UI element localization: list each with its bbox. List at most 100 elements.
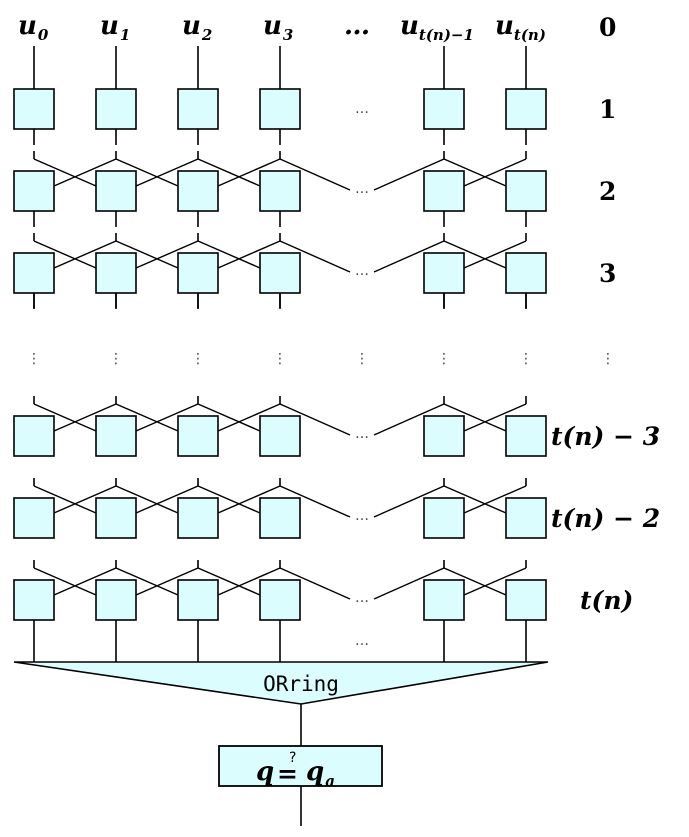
gate-box (95, 170, 137, 212)
comparator-query: ? (289, 750, 296, 766)
gate-box (259, 415, 301, 457)
cross-wire (33, 240, 97, 269)
comparator-rhs: qa (306, 757, 335, 790)
cross-wire (53, 403, 117, 432)
gate-box (259, 252, 301, 294)
gate-box (505, 88, 547, 130)
or-gate-label: ORring (263, 672, 339, 696)
or-gate-funnel (13, 661, 549, 705)
cross-wire (463, 158, 527, 187)
gate-box (177, 252, 219, 294)
gate-box (13, 415, 55, 457)
row-label-3: 3 (599, 259, 616, 288)
cross-wire (135, 158, 199, 187)
row-label-tn-minus-2: t(n) − 2 (551, 504, 660, 533)
vertical-dots: ⋮ (273, 351, 287, 367)
row-ellipsis: … (355, 263, 369, 279)
cross-wire (217, 158, 281, 187)
cross-wire (443, 240, 507, 269)
gate-box (95, 497, 137, 539)
gate-box (177, 88, 219, 130)
cross-wire (135, 567, 199, 596)
input-label-u2: u2 (182, 11, 212, 44)
row-labels: 0 1 2 3 t(n) − 3 t(n) − 2 t(n) (551, 13, 660, 615)
gate-box (13, 88, 55, 130)
gate-box (13, 252, 55, 294)
vertical-dots: ⋮ (191, 351, 205, 367)
cross-wire-gap (373, 403, 445, 436)
cross-wire (217, 485, 281, 514)
gate-box (423, 252, 465, 294)
row-ellipsis: … (355, 590, 369, 606)
cross-wire (53, 158, 117, 187)
comparator-lhs: q (256, 757, 274, 787)
or-gate: ORring (13, 661, 549, 746)
cross-wire (463, 240, 527, 269)
vertical-dots: ⋮ (601, 351, 615, 367)
gate-box (423, 415, 465, 457)
row-label-tn-minus-3: t(n) − 3 (551, 422, 660, 451)
output-ellipsis: … (355, 633, 369, 649)
cross-wire (443, 158, 507, 187)
cross-wire (135, 403, 199, 432)
cross-wire (115, 567, 179, 596)
input-label-u3: u3 (263, 11, 293, 44)
cross-wire-gap (373, 485, 445, 518)
cross-wire-gap (279, 567, 351, 600)
row-label-2: 2 (599, 177, 616, 206)
comparator: q = ? qa (218, 745, 383, 826)
gate-box (505, 497, 547, 539)
cross-wire (197, 158, 261, 187)
row-ellipsis: … (355, 426, 369, 442)
cross-wire-gap (279, 240, 351, 273)
cross-wire (217, 567, 281, 596)
row-label-tn: t(n) (580, 586, 633, 615)
cross-wire (217, 403, 281, 432)
cross-wire (443, 567, 507, 596)
gate-box (505, 252, 547, 294)
gate-box (177, 415, 219, 457)
vertical-dots: ⋮ (109, 351, 123, 367)
gate-box (423, 497, 465, 539)
gate-box (423, 170, 465, 212)
vertical-dots: ⋮ (355, 351, 369, 367)
gate-network: ………………⋮⋮⋮⋮⋮⋮⋮⋮… (13, 46, 615, 662)
cross-wire (197, 485, 261, 514)
cross-wire-gap (279, 158, 351, 191)
cross-wire (197, 240, 261, 269)
cross-wire-gap (373, 240, 445, 273)
cross-wire (197, 567, 261, 596)
gate-box (13, 579, 55, 621)
cross-wire (135, 240, 199, 269)
gate-box (95, 252, 137, 294)
input-label-ellipsis: … (344, 11, 370, 41)
cross-wire (115, 240, 179, 269)
cross-wire (197, 403, 261, 432)
cross-wire (115, 158, 179, 187)
input-label-u-tn-minus-1: ut(n)−1 (400, 11, 474, 44)
gate-box (177, 170, 219, 212)
cross-wire (115, 403, 179, 432)
gate-box (259, 88, 301, 130)
gate-box (95, 415, 137, 457)
cross-wire-gap (279, 403, 351, 436)
cross-wire (115, 485, 179, 514)
gate-box (259, 497, 301, 539)
cross-wire (33, 158, 97, 187)
row-label-0: 0 (599, 13, 616, 42)
gate-box (505, 415, 547, 457)
gate-box (95, 88, 137, 130)
cross-wire (463, 567, 527, 596)
input-label-u-tn: ut(n) (495, 11, 546, 44)
cross-wire (33, 485, 97, 514)
gate-box (423, 579, 465, 621)
gate-box (505, 579, 547, 621)
input-label-u0: u0 (18, 11, 49, 44)
gate-box (423, 88, 465, 130)
gate-box (95, 579, 137, 621)
row-ellipsis: … (355, 508, 369, 524)
vertical-dots: ⋮ (437, 351, 451, 367)
cross-wire (443, 403, 507, 432)
cross-wire-gap (279, 485, 351, 518)
